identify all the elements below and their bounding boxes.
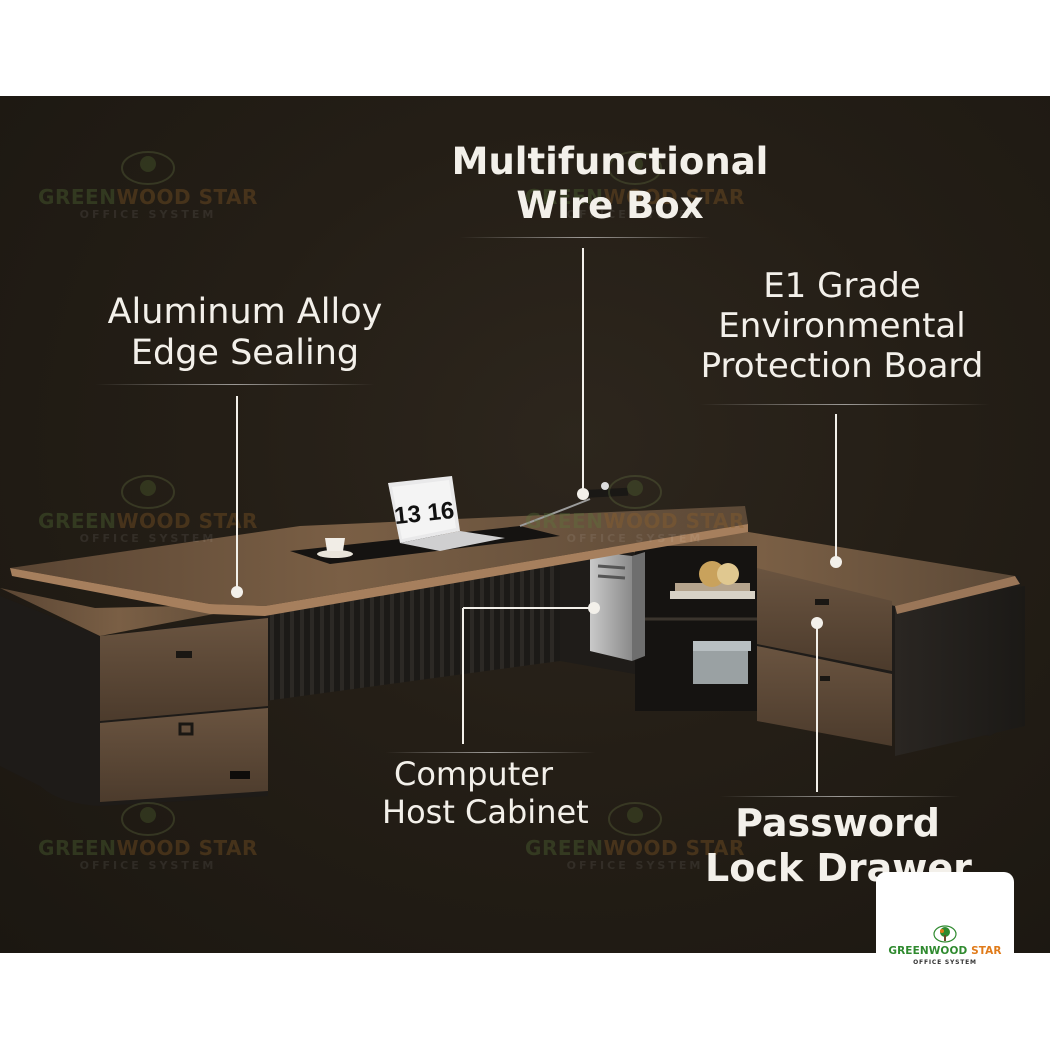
callout-edge-line1: Aluminum Alloy <box>107 292 383 332</box>
callout-host-line2: Host Cabinet <box>382 792 589 831</box>
watermark-subtitle: OFFICE SYSTEM <box>566 532 704 545</box>
callout-board-line3: Protection Board <box>700 346 984 387</box>
desk-illustration: 13 16 <box>0 476 1025 806</box>
callout-leaders <box>231 248 842 792</box>
watermark-brand-green: GREEN <box>525 509 604 533</box>
logo-brand-orange: STAR <box>971 945 1002 957</box>
watermark: GREENWOOD STAR OFFICE SYSTEM <box>33 474 263 545</box>
callout-edge-line2: Edge Sealing <box>130 333 360 374</box>
callout-board-rule <box>700 404 990 405</box>
callout-wire-box: Multifunctional Wire Box <box>440 140 780 227</box>
watermark-brand-rest: WOOD STAR <box>603 509 745 533</box>
logo-subtitle: OFFICE SYSTEM <box>913 959 977 966</box>
watermark: GREENWOOD STAR OFFICE SYSTEM <box>33 801 263 872</box>
watermark-brand-rest: WOOD STAR <box>603 185 745 209</box>
watermark: GREENWOOD STAR OFFICE SYSTEM <box>33 150 263 221</box>
callout-host-rule <box>385 752 595 753</box>
watermark-brand-rest: WOOD STAR <box>116 185 258 209</box>
watermark-brand-rest: WOOD STAR <box>116 509 258 533</box>
callout-wire-box-line2: Wire Box <box>516 183 704 227</box>
callout-lock-rule <box>720 796 960 797</box>
callout-board-line1: E1 Grade <box>763 266 921 306</box>
brand-logo: GREENWOOD STAR OFFICE SYSTEM <box>876 872 1014 980</box>
watermark: GREENWOOD STAR OFFICE SYSTEM <box>520 150 750 221</box>
callout-lock-line1: Password <box>735 801 940 845</box>
callout-wire-box-rule <box>460 237 710 238</box>
callout-wire-box-line1: Multifunctional <box>451 140 769 183</box>
tree-icon <box>121 151 175 185</box>
tree-icon <box>608 802 662 836</box>
watermark-subtitle: OFFICE SYSTEM <box>79 532 217 545</box>
watermark-brand-green: GREEN <box>525 836 604 860</box>
watermark-subtitle: OFFICE SYSTEM <box>566 208 704 221</box>
watermark-brand-green: GREEN <box>525 185 604 209</box>
watermark: GREENWOOD STAR OFFICE SYSTEM <box>520 801 750 872</box>
tree-icon <box>608 151 662 185</box>
callout-host: Computer Host Cabinet <box>382 755 612 832</box>
logo-brand-green: GREENWOOD <box>888 945 968 957</box>
tree-icon <box>121 802 175 836</box>
tree-icon <box>121 475 175 509</box>
watermark-brand-green: GREEN <box>38 836 117 860</box>
callout-edge-rule <box>95 384 375 385</box>
watermark-brand-rest: WOOD STAR <box>603 836 745 860</box>
callout-board: E1 Grade Environmental Protection Board <box>682 266 1002 386</box>
laptop-clock: 13 16 <box>393 497 456 530</box>
callout-host-line1: Computer <box>394 755 554 793</box>
watermark: GREENWOOD STAR OFFICE SYSTEM <box>520 474 750 545</box>
watermark-brand-rest: WOOD STAR <box>116 836 258 860</box>
callout-board-line2: Environmental <box>718 306 966 347</box>
watermark-subtitle: OFFICE SYSTEM <box>79 208 217 221</box>
product-photo: 13 16 GREENWOOD STAR OFFICE SYSTEM GREEN… <box>0 96 1050 953</box>
watermark-brand-green: GREEN <box>38 185 117 209</box>
tree-icon <box>933 925 957 943</box>
watermark-subtitle: OFFICE SYSTEM <box>566 859 704 872</box>
watermark-brand-green: GREEN <box>38 509 117 533</box>
callout-edge: Aluminum Alloy Edge Sealing <box>80 292 410 375</box>
watermark-subtitle: OFFICE SYSTEM <box>79 859 217 872</box>
tree-icon <box>608 475 662 509</box>
